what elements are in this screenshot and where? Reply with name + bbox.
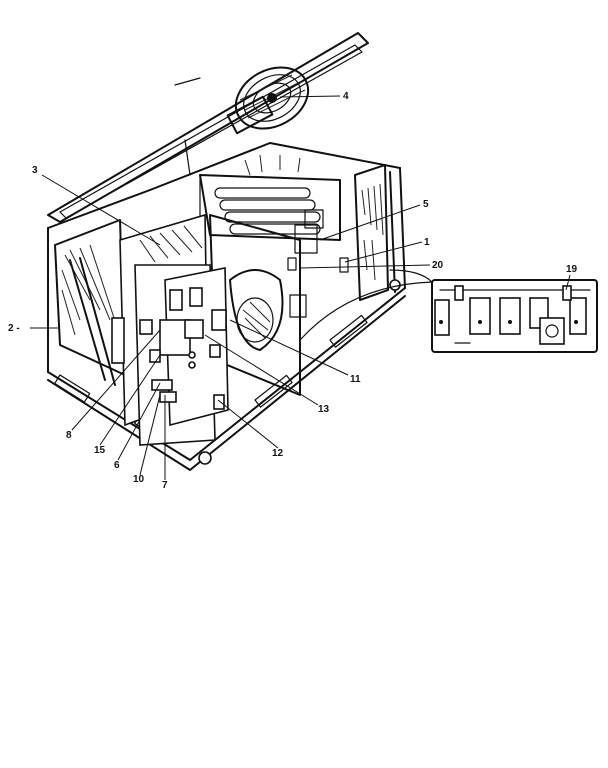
heat-exchanger xyxy=(199,154,341,241)
callout-10: 10 xyxy=(133,474,145,485)
callout-5: 5 xyxy=(423,199,429,210)
fan-icon xyxy=(226,66,310,135)
control-panel xyxy=(111,213,229,446)
callout-11: 11 xyxy=(350,374,361,385)
callout-7: 7 xyxy=(162,480,168,491)
lid-panel xyxy=(47,32,369,223)
callout-labels: 4 3 5 1 20 19 2 - 11 13 8 15 6 10 7 12 xyxy=(8,91,578,491)
callout-15: 15 xyxy=(94,445,106,456)
callout-20: 20 xyxy=(432,260,444,271)
callout-13: 13 xyxy=(318,404,330,415)
callout-3: 3 xyxy=(32,165,38,176)
callout-8: 8 xyxy=(66,430,72,441)
callout-6: 6 xyxy=(114,460,120,471)
callout-19: 19 xyxy=(566,264,578,275)
right-coil xyxy=(354,164,389,301)
callout-2: 2 - xyxy=(8,323,20,334)
callout-4: 4 xyxy=(343,91,349,102)
callout-12: 12 xyxy=(272,448,284,459)
inset-detail xyxy=(299,269,598,353)
callout-1: 1 xyxy=(424,237,430,248)
callout-leaders xyxy=(30,95,571,480)
